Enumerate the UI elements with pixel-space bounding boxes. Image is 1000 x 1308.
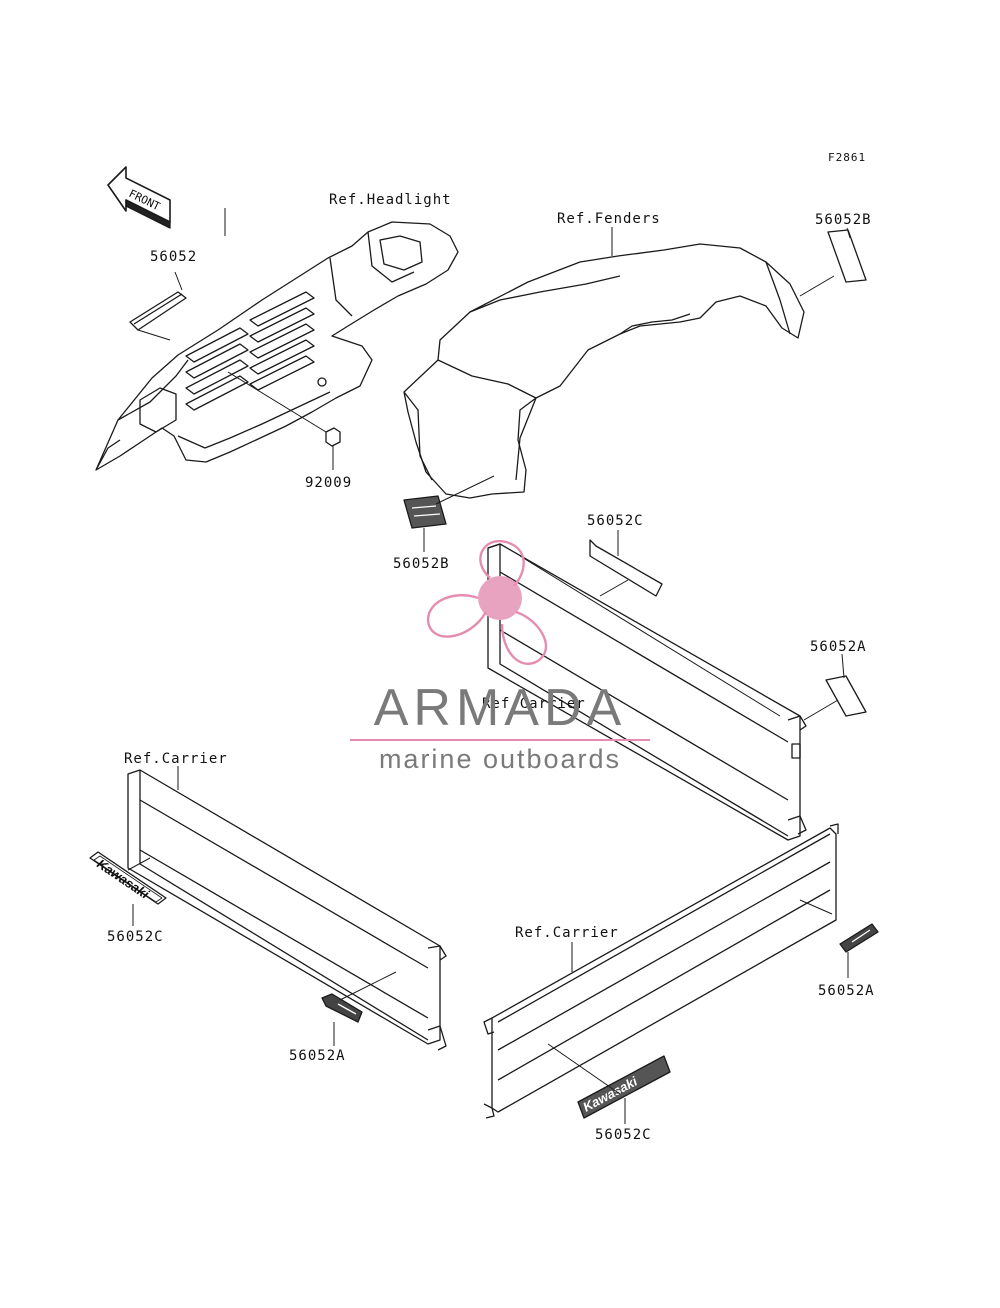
label-part-56052B-top: 56052B	[815, 212, 872, 228]
label-ref-carrier-right: Ref.Carrier	[515, 925, 619, 941]
decal-56052A-left-part	[321, 971, 397, 1046]
decal-56052A-far-right-part	[839, 923, 879, 978]
grille-slots	[185, 291, 315, 411]
decal-56052B-bottom-part	[403, 475, 495, 552]
diagram-code: F2861	[828, 151, 867, 164]
carrier-gate-rear-part	[487, 543, 807, 841]
watermark-subtitle: marine outboards	[378, 744, 622, 774]
carrier-gate-left-part	[127, 766, 447, 1051]
decal-56052-part	[129, 271, 187, 341]
label-ref-headlight: Ref.Headlight	[329, 192, 452, 208]
carrier-gate-right-part	[483, 823, 839, 1119]
front-arrow-icon: FRONT	[107, 166, 171, 229]
label-ref-carrier-rear: Ref.Carrier	[482, 696, 586, 712]
label-part-92009: 92009	[305, 475, 353, 491]
rear-fender-part	[403, 227, 805, 499]
decal-56052C-top-part	[589, 530, 663, 597]
bolt-92009-part	[227, 371, 341, 470]
watermark-propeller-icon	[426, 539, 548, 665]
decal-56052A-right-part	[803, 653, 867, 721]
label-part-56052C-top: 56052C	[587, 513, 644, 529]
label-part-56052: 56052	[150, 249, 198, 265]
decal-56052B-top-part	[799, 227, 867, 297]
label-part-56052B-bottom: 56052B	[393, 556, 450, 572]
watermark-title: ARMADA	[373, 679, 627, 737]
label-ref-fenders: Ref.Fenders	[557, 211, 661, 227]
watermark-divider	[350, 739, 650, 741]
label-part-56052A-far-right: 56052A	[818, 983, 875, 999]
kawasaki-logo-right: Kawasaki	[580, 1073, 640, 1114]
front-cover-part	[95, 221, 459, 471]
label-part-56052A-left: 56052A	[289, 1048, 346, 1064]
label-part-56052C-left: 56052C	[107, 929, 164, 945]
label-part-56052A-right: 56052A	[810, 639, 867, 655]
label-part-56052C-bottom: 56052C	[595, 1127, 652, 1143]
label-ref-carrier-left: Ref.Carrier	[124, 751, 228, 767]
